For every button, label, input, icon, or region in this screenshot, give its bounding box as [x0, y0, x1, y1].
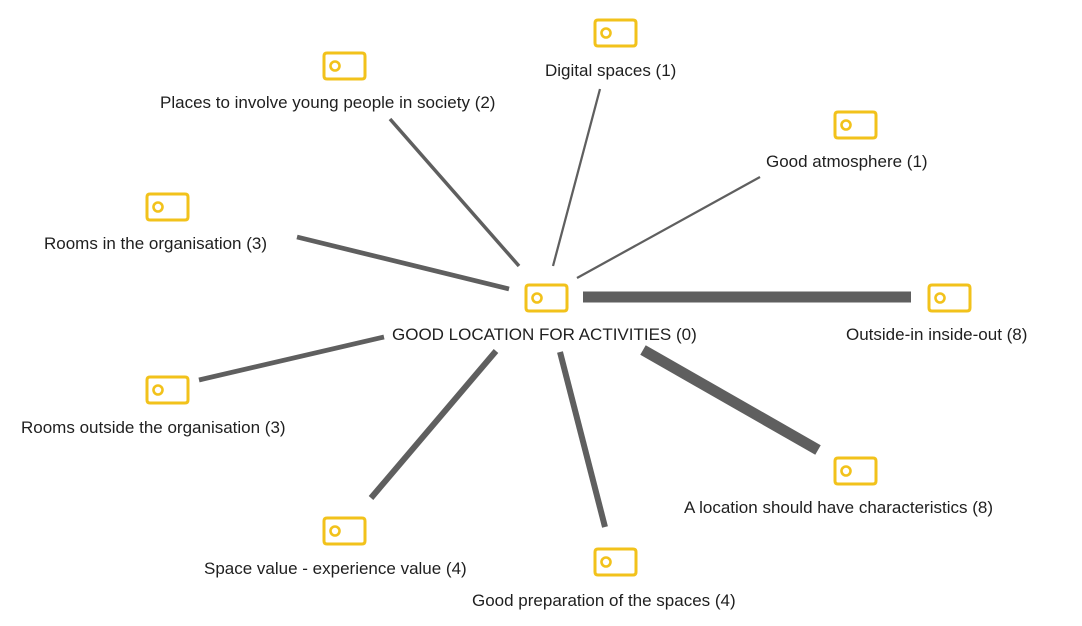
edge-places-involve-young-people	[388, 117, 521, 268]
center-node-label: GOOD LOCATION FOR ACTIVITIES (0)	[392, 325, 697, 344]
edge-location-characteristics	[640, 345, 821, 455]
node-label-space-value-experience-value: Space value - experience value (4)	[204, 559, 467, 578]
node-label-digital-spaces: Digital spaces (1)	[545, 61, 677, 80]
node-label-outside-in-inside-out: Outside-in inside-out (8)	[846, 325, 1028, 344]
rooms-outside-organisation-code-tag-icon[interactable]	[144, 375, 190, 405]
node-label-rooms-in-organisation: Rooms in the organisation (3)	[44, 234, 268, 253]
outside-in-inside-out-code-tag-icon[interactable]	[926, 283, 972, 313]
edge-digital-spaces	[551, 88, 602, 267]
node-label-rooms-outside-organisation: Rooms outside the organisation (3)	[21, 418, 286, 437]
node-label-location-characteristics: A location should have characteristics (…	[684, 498, 993, 517]
space-value-experience-value-code-tag-icon[interactable]	[321, 516, 367, 546]
location-characteristics-code-tag-icon[interactable]	[832, 456, 878, 486]
good-atmosphere-code-tag-icon[interactable]	[832, 110, 878, 140]
node-label-good-atmosphere: Good atmosphere (1)	[766, 152, 928, 171]
node-label-places-involve-young-people: Places to involve young people in societ…	[160, 93, 496, 112]
good-preparation-spaces-code-tag-icon[interactable]	[592, 547, 638, 577]
digital-spaces-code-tag-icon[interactable]	[592, 18, 638, 48]
places-involve-young-people-code-tag-icon[interactable]	[321, 51, 367, 81]
center-code-tag-icon[interactable]	[523, 283, 569, 313]
edge-good-atmosphere	[576, 176, 761, 279]
edge-rooms-outside-organisation	[198, 334, 385, 383]
edge-good-preparation-spaces	[557, 351, 608, 528]
edge-space-value-experience-value	[368, 349, 499, 500]
node-label-good-preparation-spaces: Good preparation of the spaces (4)	[472, 591, 736, 610]
edge-rooms-in-organisation	[296, 234, 510, 292]
rooms-in-organisation-code-tag-icon[interactable]	[144, 192, 190, 222]
